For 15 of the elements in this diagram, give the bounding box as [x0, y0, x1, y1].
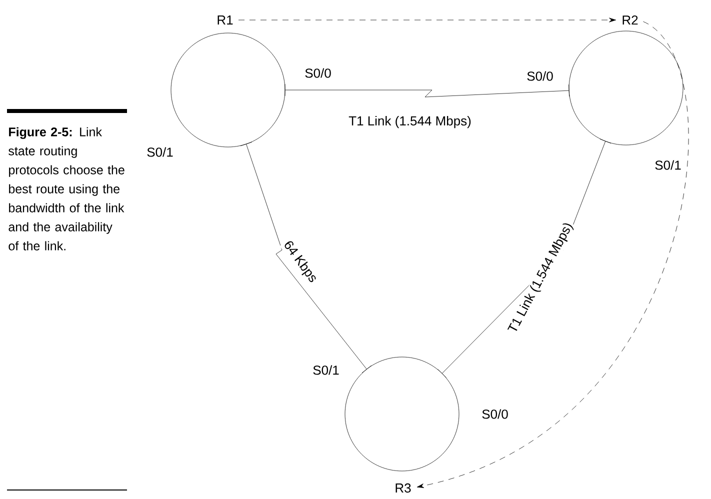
port-label: S0/1 — [655, 160, 681, 170]
link-line — [246, 144, 367, 370]
caption: Figure 2-5: Link state routing protocols choose the best route using the bandwidth of the link and the availability of the link. — [8, 127, 124, 250]
port-label: S0/0 — [305, 68, 331, 78]
port-label: S0/0 — [527, 71, 553, 81]
port-label: S0/1 — [147, 147, 173, 157]
port-label: S0/0 — [482, 409, 508, 419]
dashed-arrow — [238, 18, 616, 22]
port-label: S0/1 — [313, 365, 339, 375]
router-label: R1 — [218, 16, 233, 24]
dashed-arrow — [416, 21, 689, 488]
link-line — [285, 90, 570, 98]
router-label: R3 — [396, 483, 411, 493]
edge-label: T1 Link (1.544 Mbps) — [348, 114, 472, 130]
router-label: R2 — [622, 15, 638, 25]
